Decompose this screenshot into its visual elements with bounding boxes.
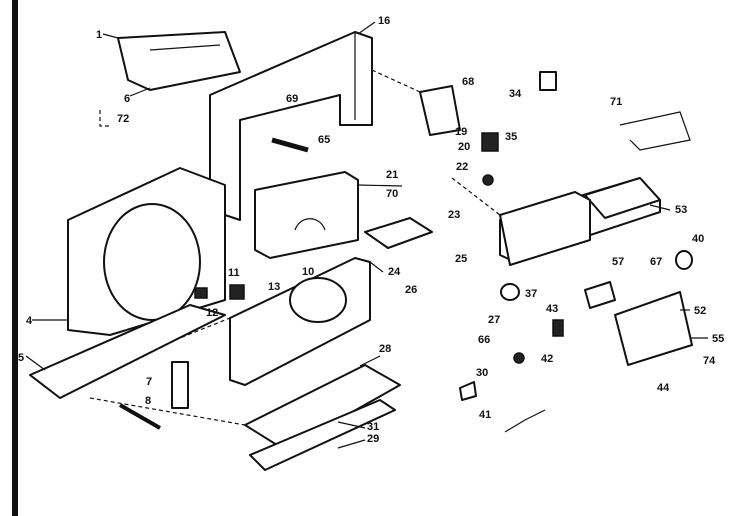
part-40 — [675, 250, 693, 270]
callout-53: 53 — [675, 204, 687, 216]
callout-16: 16 — [378, 15, 390, 27]
callout-41: 41 — [479, 409, 491, 421]
callout-13: 13 — [268, 281, 280, 293]
base-pan — [29, 304, 226, 399]
part-30 — [459, 381, 477, 401]
callout-21: 21 — [386, 169, 398, 181]
part-43 — [552, 319, 564, 337]
callout-74: 74 — [703, 355, 716, 367]
callout-69: 69 — [286, 93, 298, 105]
partition-panel — [229, 257, 371, 386]
callout-71: 71 — [610, 96, 622, 108]
callout-5: 5 — [18, 352, 24, 364]
callout-30: 30 — [476, 367, 488, 379]
callout-37: 37 — [525, 288, 537, 300]
callout-72: 72 — [117, 113, 129, 125]
control-bracket — [499, 191, 591, 266]
callout-6: 6 — [124, 93, 130, 105]
callout-66: 66 — [478, 334, 490, 346]
callout-28: 28 — [379, 343, 391, 355]
part-52 — [614, 291, 693, 366]
callout-8: 8 — [145, 395, 151, 407]
callout-27: 27 — [488, 314, 500, 326]
part-22 — [482, 174, 494, 186]
callout-23: 23 — [448, 209, 460, 221]
drain-tray-28 — [244, 364, 401, 451]
part-34 — [539, 71, 557, 91]
callout-55: 55 — [712, 333, 724, 345]
filter-70 — [364, 217, 433, 249]
callout-7: 7 — [146, 376, 152, 388]
callout-43: 43 — [546, 303, 558, 315]
part-71 — [619, 111, 691, 151]
part-68 — [419, 85, 461, 136]
top-cover-plate — [117, 31, 241, 91]
callout-52: 52 — [694, 305, 706, 317]
left-border — [12, 0, 18, 516]
part-11 — [229, 284, 245, 300]
callout-19: 19 — [455, 126, 467, 138]
callout-40: 40 — [692, 233, 704, 245]
callout-57: 57 — [612, 256, 624, 268]
part-20 — [481, 132, 499, 152]
callout-70: 70 — [386, 188, 398, 200]
callout-24: 24 — [388, 266, 401, 278]
callout-34: 34 — [509, 88, 522, 100]
part-41 — [504, 409, 546, 433]
callout-26: 26 — [405, 284, 417, 296]
bracket-7 — [171, 361, 189, 409]
part-12 — [194, 287, 208, 299]
screw-65 — [271, 137, 309, 153]
callout-67: 67 — [650, 256, 662, 268]
callout-20: 20 — [458, 141, 470, 153]
callout-35: 35 — [505, 131, 517, 143]
control-box-top — [584, 177, 661, 219]
callout-65: 65 — [318, 134, 330, 146]
callout-68: 68 — [462, 76, 474, 88]
callout-44: 44 — [657, 382, 670, 394]
rod-8 — [119, 403, 161, 430]
callout-29: 29 — [367, 433, 379, 445]
blower-housing — [254, 171, 359, 259]
part-57 — [584, 281, 616, 309]
callout-11: 11 — [228, 267, 240, 279]
grille-circle — [103, 203, 201, 321]
callout-22: 22 — [456, 161, 468, 173]
part-42 — [513, 352, 525, 364]
drain-tray-29 — [249, 399, 396, 471]
callout-1-a: 1 — [96, 29, 102, 41]
part-27 — [500, 283, 520, 301]
callout-42: 42 — [541, 353, 553, 365]
callout-10: 10 — [302, 266, 314, 278]
partition-opening — [289, 277, 347, 323]
callout-4: 4 — [26, 315, 33, 327]
callout-25: 25 — [455, 253, 467, 265]
callout-31: 31 — [367, 421, 379, 433]
callout-12: 12 — [206, 307, 218, 319]
